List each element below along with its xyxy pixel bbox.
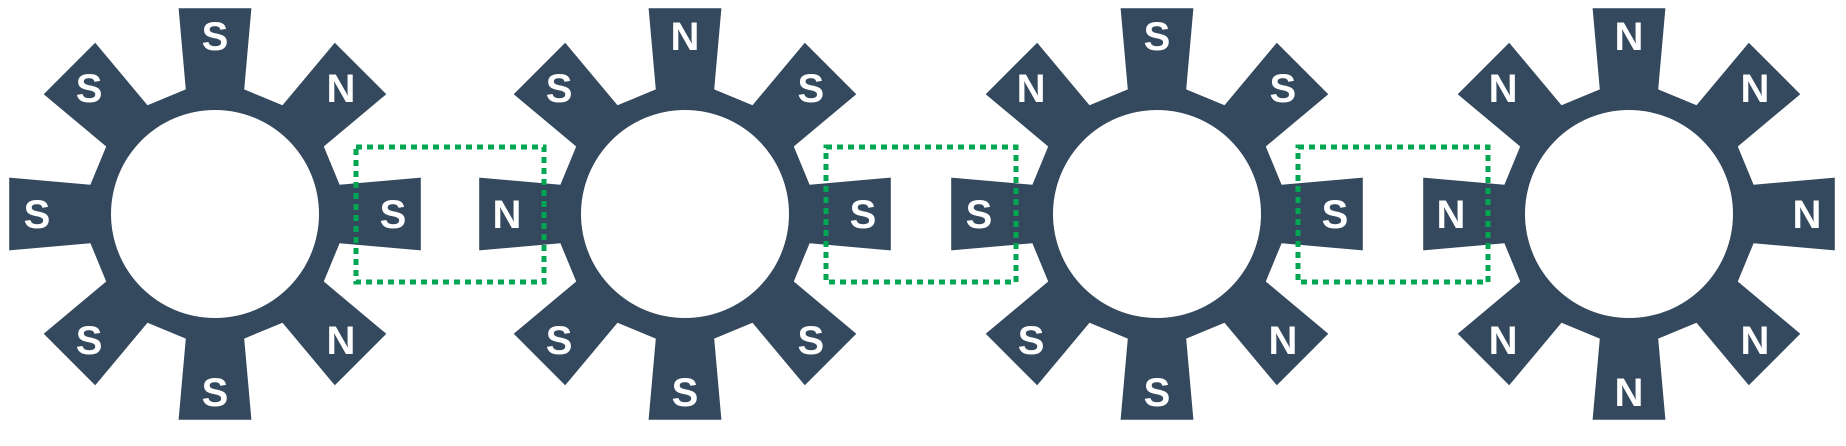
pole-label-up-left: S: [546, 67, 573, 111]
pole-label-down: S: [202, 371, 229, 415]
pole-label-right: S: [850, 193, 877, 237]
pole-label-left: S: [966, 193, 993, 237]
highlights-layer: [353, 144, 1491, 285]
gear-4-hole: [1525, 110, 1733, 318]
meshing-pair-highlight-1: [353, 144, 547, 285]
pole-label-down-left: S: [76, 319, 103, 363]
pole-label-down-right: S: [798, 319, 825, 363]
pole-label-up: S: [1144, 15, 1171, 59]
pole-label-down-right: N: [1740, 319, 1769, 363]
meshing-pair-highlight-2: [823, 144, 1019, 285]
pole-label-left: N: [493, 193, 522, 237]
pole-label-down: N: [1615, 371, 1644, 415]
gear-1: S N S N S S S S: [9, 8, 421, 420]
pole-label-right: S: [380, 193, 407, 237]
pole-label-up-left: S: [76, 67, 103, 111]
pole-label-right: N: [1793, 193, 1822, 237]
pole-label-up-left: N: [1489, 67, 1518, 111]
gear-1-hole: [111, 110, 319, 318]
pole-label-up-right: S: [798, 67, 825, 111]
gear-2: N S S S S S N S: [479, 8, 891, 420]
pole-label-left: S: [24, 193, 51, 237]
pole-label-up: N: [671, 15, 700, 59]
pole-label-down: S: [672, 371, 699, 415]
pole-label-down-left: S: [546, 319, 573, 363]
gear-2-hole: [581, 110, 789, 318]
pole-label-left: N: [1437, 193, 1466, 237]
gears-layer: S N S N S S S S N S S S S S N S S S S N S S S N N N N N N N N N: [9, 8, 1835, 420]
pole-label-up: N: [1615, 15, 1644, 59]
gear-3: S S S N S S S N: [951, 8, 1363, 420]
pole-label-down: S: [1144, 371, 1171, 415]
pole-label-up-right: S: [1270, 67, 1297, 111]
pole-label-right: S: [1322, 193, 1349, 237]
pole-label-down-left: N: [1489, 319, 1518, 363]
pole-label-down-left: S: [1018, 319, 1045, 363]
pole-label-up-right: N: [326, 67, 355, 111]
meshing-pair-highlight-3: [1295, 144, 1491, 285]
pole-label-up: S: [202, 15, 229, 59]
pole-label-down-right: N: [326, 319, 355, 363]
pole-label-up-left: N: [1017, 67, 1046, 111]
gear-3-hole: [1053, 110, 1261, 318]
pole-label-up-right: N: [1740, 67, 1769, 111]
gear-4: N N N N N N N N: [1423, 8, 1835, 420]
pole-label-down-right: N: [1268, 319, 1297, 363]
